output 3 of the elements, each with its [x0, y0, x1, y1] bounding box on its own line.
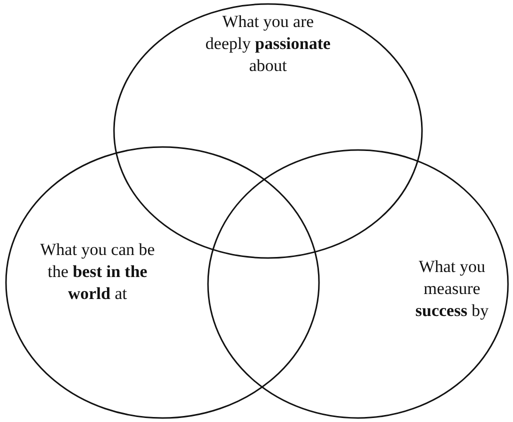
circle-label: What you can be the best in the world at [39, 239, 156, 305]
circle-label: What you are deeply passionate about [204, 11, 332, 77]
circle-label: What you measure success by [414, 256, 490, 322]
